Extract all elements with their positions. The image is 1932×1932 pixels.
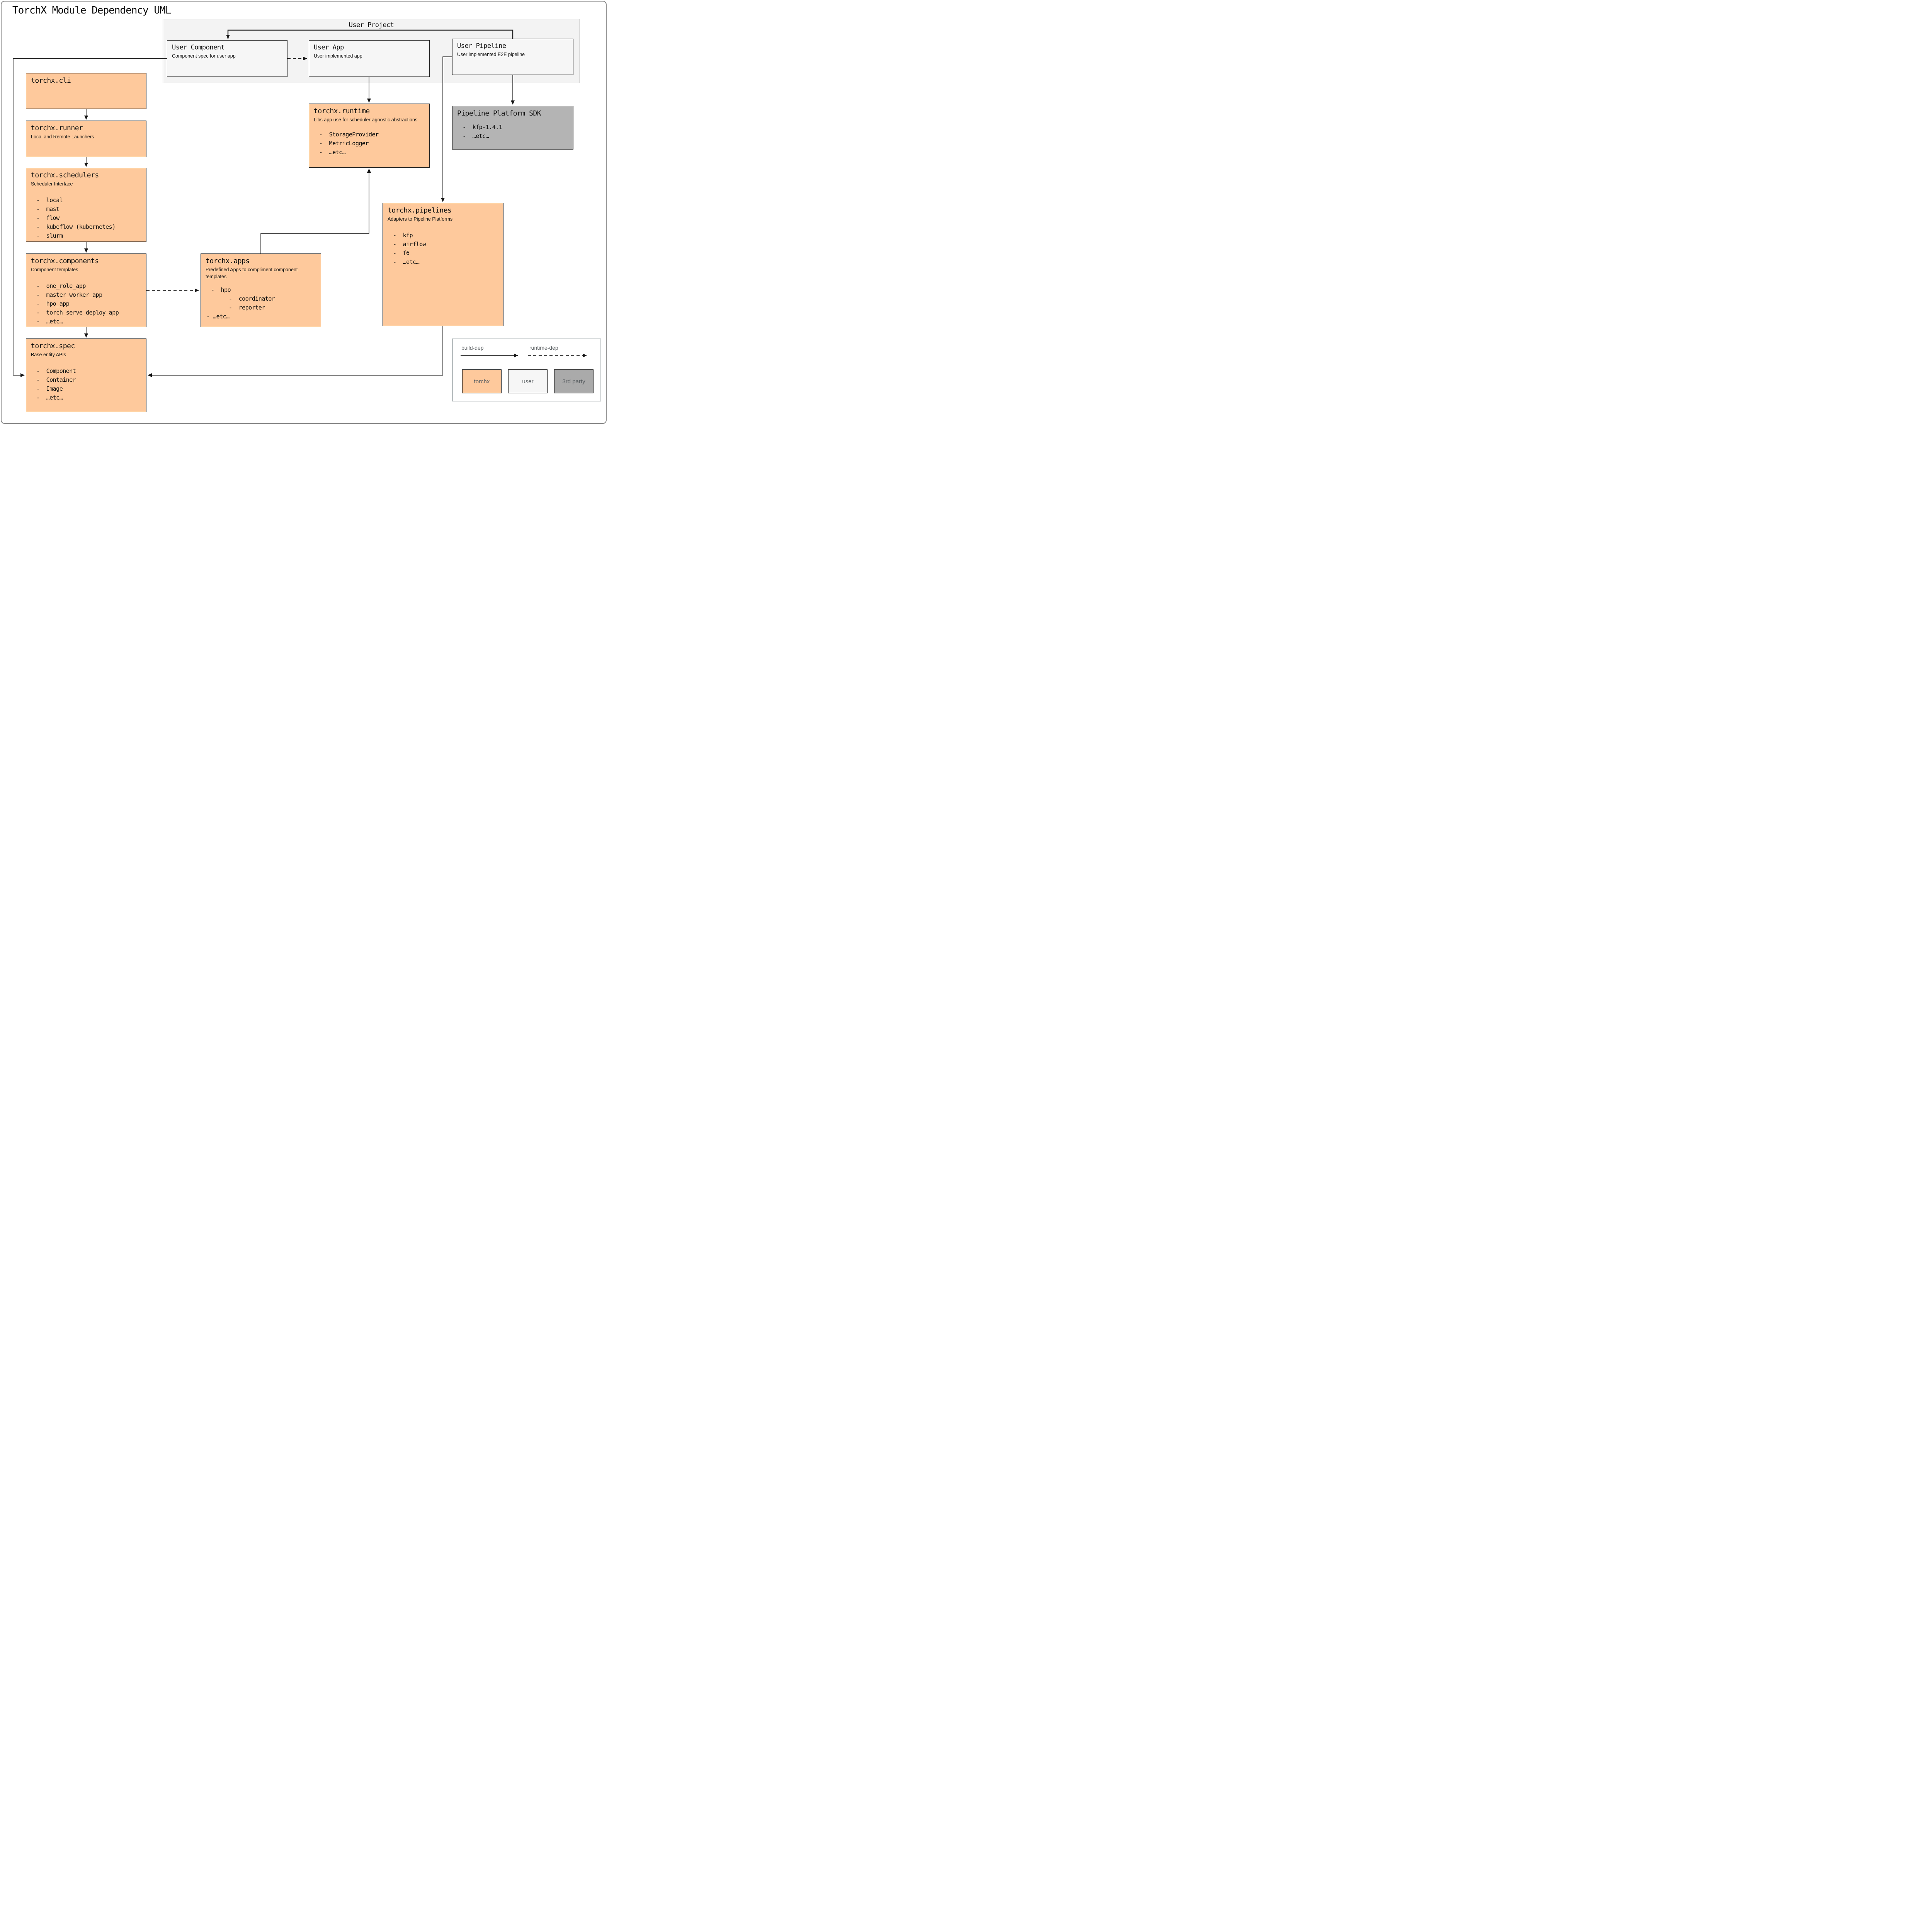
legend-swatch-user-label: user bbox=[522, 378, 534, 385]
user-pipeline-subtitle: User implemented E2E pipeline bbox=[457, 52, 525, 57]
torchx-runner-title: torchx.runner bbox=[31, 124, 83, 132]
list-item: - …etc… bbox=[319, 149, 346, 156]
list-item: - MetricLogger bbox=[319, 140, 369, 147]
torchx-components-title: torchx.components bbox=[31, 257, 99, 265]
list-item: - coordinator bbox=[229, 295, 275, 302]
torchx-pipelines-list: - kfp - airflow - f6 - …etc… bbox=[388, 231, 498, 267]
torchx-runtime-subtitle: Libs app use for scheduler-agnostic abst… bbox=[314, 117, 418, 122]
list-item: - f6 bbox=[393, 250, 410, 257]
legend-swatch-torchx: torchx bbox=[462, 369, 502, 393]
torchx-cli-box: torchx.cli bbox=[26, 73, 146, 109]
pipeline-platform-sdk-title: Pipeline Platform SDK bbox=[457, 109, 541, 117]
torchx-schedulers-subtitle: Scheduler Interface bbox=[31, 181, 73, 187]
torchx-pipelines-title: torchx.pipelines bbox=[388, 206, 452, 214]
torchx-runner-subtitle: Local and Remote Launchers bbox=[31, 134, 94, 139]
legend-swatch-torchx-label: torchx bbox=[474, 378, 490, 385]
user-component-title: User Component bbox=[172, 44, 225, 51]
list-item: - Container bbox=[36, 376, 76, 383]
list-item: - slurm bbox=[36, 232, 63, 239]
legend: build-dep runtime-dep torchx user 3rd pa… bbox=[452, 338, 601, 401]
torchx-components-subtitle: Component templates bbox=[31, 267, 78, 272]
user-component-subtitle: Component spec for user app bbox=[172, 53, 236, 59]
legend-swatch-user: user bbox=[508, 369, 548, 393]
list-item: - …etc… bbox=[36, 394, 63, 401]
torchx-pipelines-subtitle: Adapters to Pipeline Platforms bbox=[388, 216, 453, 222]
torchx-apps-subtitle: Predefined Apps to compliment component … bbox=[206, 267, 298, 279]
list-item: - …etc… bbox=[36, 318, 63, 325]
torchx-apps-list: - hpo - coordinator - reporter - …etc… bbox=[206, 286, 316, 321]
torchx-spec-subtitle: Base entity APIs bbox=[31, 352, 66, 357]
build-dep-arrow-pipelines-spec bbox=[148, 326, 443, 377]
list-item: - …etc… bbox=[463, 133, 489, 139]
list-item: - reporter bbox=[229, 304, 265, 311]
torchx-runtime-list: - StorageProvider - MetricLogger - …etc… bbox=[314, 130, 425, 157]
diagram-canvas: TorchX Module Dependency UML User Projec… bbox=[1, 1, 607, 424]
torchx-schedulers-box: torchx.schedulers Scheduler Interface - … bbox=[26, 168, 146, 242]
list-item: - one_role_app bbox=[36, 282, 86, 289]
diagram-title: TorchX Module Dependency UML bbox=[12, 5, 171, 16]
list-item: - Component bbox=[36, 367, 76, 374]
list-item: - …etc… bbox=[393, 259, 420, 265]
legend-swatch-3rd-party-label: 3rd party bbox=[562, 378, 585, 385]
torchx-apps-box: torchx.apps Predefined Apps to complimen… bbox=[201, 253, 321, 327]
user-component-box: User Component Component spec for user a… bbox=[167, 40, 287, 77]
torchx-spec-list: - Component - Container - Image - …etc… bbox=[31, 367, 141, 402]
user-app-subtitle: User implemented app bbox=[314, 53, 362, 59]
torchx-spec-title: torchx.spec bbox=[31, 342, 75, 350]
torchx-pipelines-box: torchx.pipelines Adapters to Pipeline Pl… bbox=[383, 203, 503, 326]
list-item: - …etc… bbox=[206, 313, 230, 320]
user-app-box: User App User implemented app bbox=[309, 40, 430, 77]
list-item: - master_worker_app bbox=[36, 291, 102, 298]
user-pipeline-box: User Pipeline User implemented E2E pipel… bbox=[452, 39, 573, 75]
torchx-runtime-box: torchx.runtime Libs app use for schedule… bbox=[309, 104, 430, 168]
list-item: - local bbox=[36, 197, 63, 204]
torchx-apps-title: torchx.apps bbox=[206, 257, 250, 265]
torchx-runtime-title: torchx.runtime bbox=[314, 107, 370, 115]
list-item: - hpo bbox=[211, 286, 231, 293]
legend-swatch-3rd-party: 3rd party bbox=[554, 369, 594, 393]
torchx-spec-box: torchx.spec Base entity APIs - Component… bbox=[26, 338, 146, 412]
user-pipeline-title: User Pipeline bbox=[457, 42, 506, 50]
list-item: - flow bbox=[36, 214, 60, 221]
list-item: - hpo_app bbox=[36, 300, 70, 307]
torchx-cli-title: torchx.cli bbox=[31, 77, 71, 85]
legend-build-dep-label: build-dep bbox=[461, 345, 484, 351]
user-project-label: User Project bbox=[349, 21, 394, 29]
pipeline-platform-sdk-list: - kfp-1.4.1 - …etc… bbox=[457, 123, 568, 141]
pipeline-platform-sdk-box: Pipeline Platform SDK - kfp-1.4.1 - …etc… bbox=[452, 106, 573, 150]
list-item: - torch_serve_deploy_app bbox=[36, 309, 119, 316]
torchx-components-list: - one_role_app - master_worker_app - hpo… bbox=[31, 282, 141, 326]
list-item: - airflow bbox=[393, 241, 426, 248]
user-app-title: User App bbox=[314, 44, 344, 51]
torchx-runner-box: torchx.runner Local and Remote Launchers bbox=[26, 121, 146, 157]
list-item: - kfp-1.4.1 bbox=[463, 124, 502, 131]
torchx-schedulers-list: - local - mast - flow - kubeflow (kubern… bbox=[31, 196, 141, 240]
torchx-schedulers-title: torchx.schedulers bbox=[31, 171, 99, 179]
build-dep-arrow-apps-runtime bbox=[260, 168, 371, 253]
list-item: - StorageProvider bbox=[319, 131, 379, 138]
torchx-components-box: torchx.components Component templates - … bbox=[26, 253, 146, 327]
list-item: - kfp bbox=[393, 232, 413, 239]
list-item: - Image bbox=[36, 385, 63, 392]
list-item: - kubeflow (kubernetes) bbox=[36, 223, 116, 230]
list-item: - mast bbox=[36, 206, 60, 213]
legend-runtime-dep-label: runtime-dep bbox=[529, 345, 558, 351]
